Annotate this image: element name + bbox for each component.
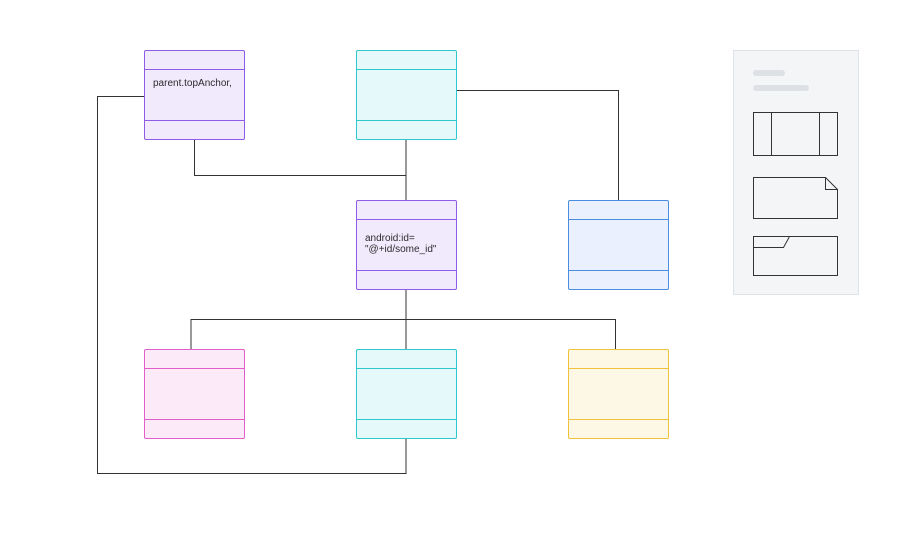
node-header-band bbox=[357, 350, 456, 369]
node-footer-band bbox=[357, 270, 456, 289]
node-label: android:id= "@+id/some_id" bbox=[365, 233, 437, 255]
node-top-center[interactable] bbox=[356, 50, 457, 140]
connector-top-center-to-right bbox=[457, 90, 619, 200]
node-bottom-center[interactable] bbox=[356, 349, 457, 439]
package-shape-icon[interactable] bbox=[752, 235, 840, 277]
node-footer-band bbox=[569, 419, 668, 438]
node-header-band bbox=[569, 201, 668, 220]
node-right[interactable] bbox=[568, 200, 669, 290]
connector-anchor-to-bottom-center bbox=[97, 96, 407, 474]
node-label: parent.topAnchor, bbox=[153, 78, 232, 89]
node-parent-top-anchor[interactable]: parent.topAnchor, bbox=[144, 50, 245, 140]
connector-bottom-bus bbox=[190, 319, 616, 349]
node-footer-band bbox=[357, 120, 456, 139]
panel-subtitle-placeholder bbox=[753, 85, 809, 91]
shape-palette-panel bbox=[733, 50, 859, 295]
node-header-band bbox=[145, 350, 244, 369]
node-bottom-right[interactable] bbox=[568, 349, 669, 439]
node-footer-band bbox=[357, 419, 456, 438]
node-header-band bbox=[569, 350, 668, 369]
node-header-band bbox=[357, 51, 456, 70]
node-bottom-left[interactable] bbox=[144, 349, 245, 439]
node-header-band bbox=[357, 201, 456, 220]
class-shape-icon[interactable] bbox=[752, 111, 840, 157]
node-footer-band bbox=[145, 419, 244, 438]
node-android-id[interactable]: android:id= "@+id/some_id" bbox=[356, 200, 457, 290]
note-shape-icon[interactable] bbox=[752, 176, 840, 220]
panel-title-placeholder bbox=[753, 70, 785, 76]
node-header-band bbox=[145, 51, 244, 70]
node-footer-band bbox=[145, 120, 244, 139]
connector-anchor-to-android-id bbox=[194, 140, 406, 176]
node-footer-band bbox=[569, 270, 668, 289]
